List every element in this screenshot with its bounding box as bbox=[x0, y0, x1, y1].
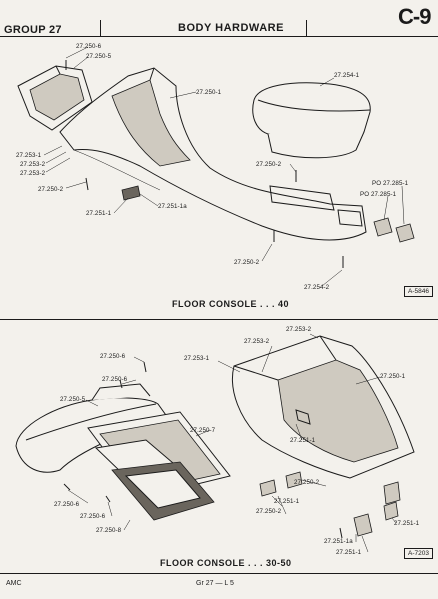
caption-floor-console-30-50: FLOOR CONSOLE . . . 30-50 bbox=[160, 558, 292, 568]
title-divider-left bbox=[100, 20, 101, 37]
page-number: C-9 bbox=[398, 4, 431, 29]
label-27-253-2-top-a: 27.253-2 bbox=[20, 161, 46, 168]
footer-page-ref: Gr 27 — L 5 bbox=[196, 580, 234, 587]
label-27-250-1-top: 27.250-1 bbox=[196, 89, 222, 96]
label-po-27-285-1-top-b: PO 27.285-1 bbox=[360, 191, 397, 198]
group-label: GROUP 27 bbox=[4, 24, 62, 36]
console-40-screws bbox=[65, 60, 344, 268]
label-27-251-1-bottom-b: 27.251-1 bbox=[274, 498, 300, 505]
console-40-ashtray-parts bbox=[373, 217, 415, 243]
label-27-251-1a-bottom: 27.251-1a bbox=[324, 538, 353, 545]
label-27-250-6-bottom-c: 27.250-6 bbox=[54, 501, 80, 508]
label-27-251-1-bottom-c: 27.251-1 bbox=[394, 520, 420, 527]
label-27-250-5-bottom: 27.250-5 bbox=[60, 396, 86, 403]
ref-number-a-7203: A-7203 bbox=[404, 548, 433, 559]
console-40-body bbox=[59, 67, 367, 241]
console-40-armrest-lid bbox=[252, 82, 371, 159]
label-27-251-1-top: 27.251-1 bbox=[86, 210, 112, 217]
label-27-253-2-bottom-a: 27.253-2 bbox=[286, 326, 312, 333]
label-27-254-1-top: 27.254-1 bbox=[334, 72, 360, 79]
footer-brand: AMC bbox=[6, 580, 22, 587]
label-27-250-8-bottom: 27.250-8 bbox=[96, 527, 122, 534]
label-27-254-2-top: 27.254-2 bbox=[304, 284, 330, 291]
console-30-50-leader-lines bbox=[67, 333, 397, 553]
label-po-27-285-1-top-a: PO 27.285-1 bbox=[372, 180, 409, 187]
label-27-253-1-top: 27.253-1 bbox=[16, 152, 42, 159]
label-27-251-1-bottom-d: 27.251-1 bbox=[336, 549, 362, 556]
section-divider bbox=[0, 319, 438, 320]
title-divider-right bbox=[306, 20, 307, 37]
label-27-250-2-bottom-a: 27.250-2 bbox=[294, 479, 320, 486]
label-27-253-2-top-b: 27.253-2 bbox=[20, 170, 46, 177]
label-27-250-1-bottom: 27.250-1 bbox=[380, 373, 406, 380]
label-27-253-2-bottom-b: 27.253-2 bbox=[244, 338, 270, 345]
console-30-50-screws bbox=[63, 361, 343, 539]
ref-number-a-5846: A-5846 bbox=[404, 286, 433, 297]
label-27-250-6-top: 27.250-6 bbox=[76, 43, 102, 50]
floor-console-40-illustration bbox=[17, 46, 415, 287]
caption-floor-console-40: FLOOR CONSOLE . . . 40 bbox=[172, 299, 290, 309]
label-27-250-6-bottom-b: 27.250-6 bbox=[102, 376, 128, 383]
label-27-250-5-top: 27.250-5 bbox=[86, 53, 112, 60]
console-40-upper-bezel bbox=[17, 65, 93, 131]
section-title: BODY HARDWARE bbox=[178, 22, 284, 34]
label-27-251-1-bottom-a: 27.251-1 bbox=[290, 437, 316, 444]
label-27-250-2-top-b: 27.250-2 bbox=[256, 161, 282, 168]
label-27-250-7-bottom: 27.250-7 bbox=[190, 427, 216, 434]
label-27-250-6-bottom-a: 27.250-6 bbox=[100, 353, 126, 360]
console-30-50-base bbox=[231, 335, 415, 479]
label-27-253-1-bottom: 27.253-1 bbox=[184, 355, 210, 362]
console-30-50-tray bbox=[87, 411, 231, 521]
label-27-250-6-bottom-d: 27.250-6 bbox=[80, 513, 106, 520]
label-27-250-2-top-c: 27.250-2 bbox=[234, 259, 260, 266]
label-27-250-2-top-a: 27.250-2 bbox=[38, 186, 64, 193]
footer-rule bbox=[0, 573, 438, 574]
console-40-leader-lines bbox=[43, 46, 405, 287]
header-rule bbox=[0, 36, 438, 37]
label-27-251-1a-top: 27.251-1a bbox=[158, 203, 187, 210]
console-30-50-brackets bbox=[259, 471, 401, 537]
label-27-250-2-bottom-b: 27.250-2 bbox=[256, 508, 282, 515]
